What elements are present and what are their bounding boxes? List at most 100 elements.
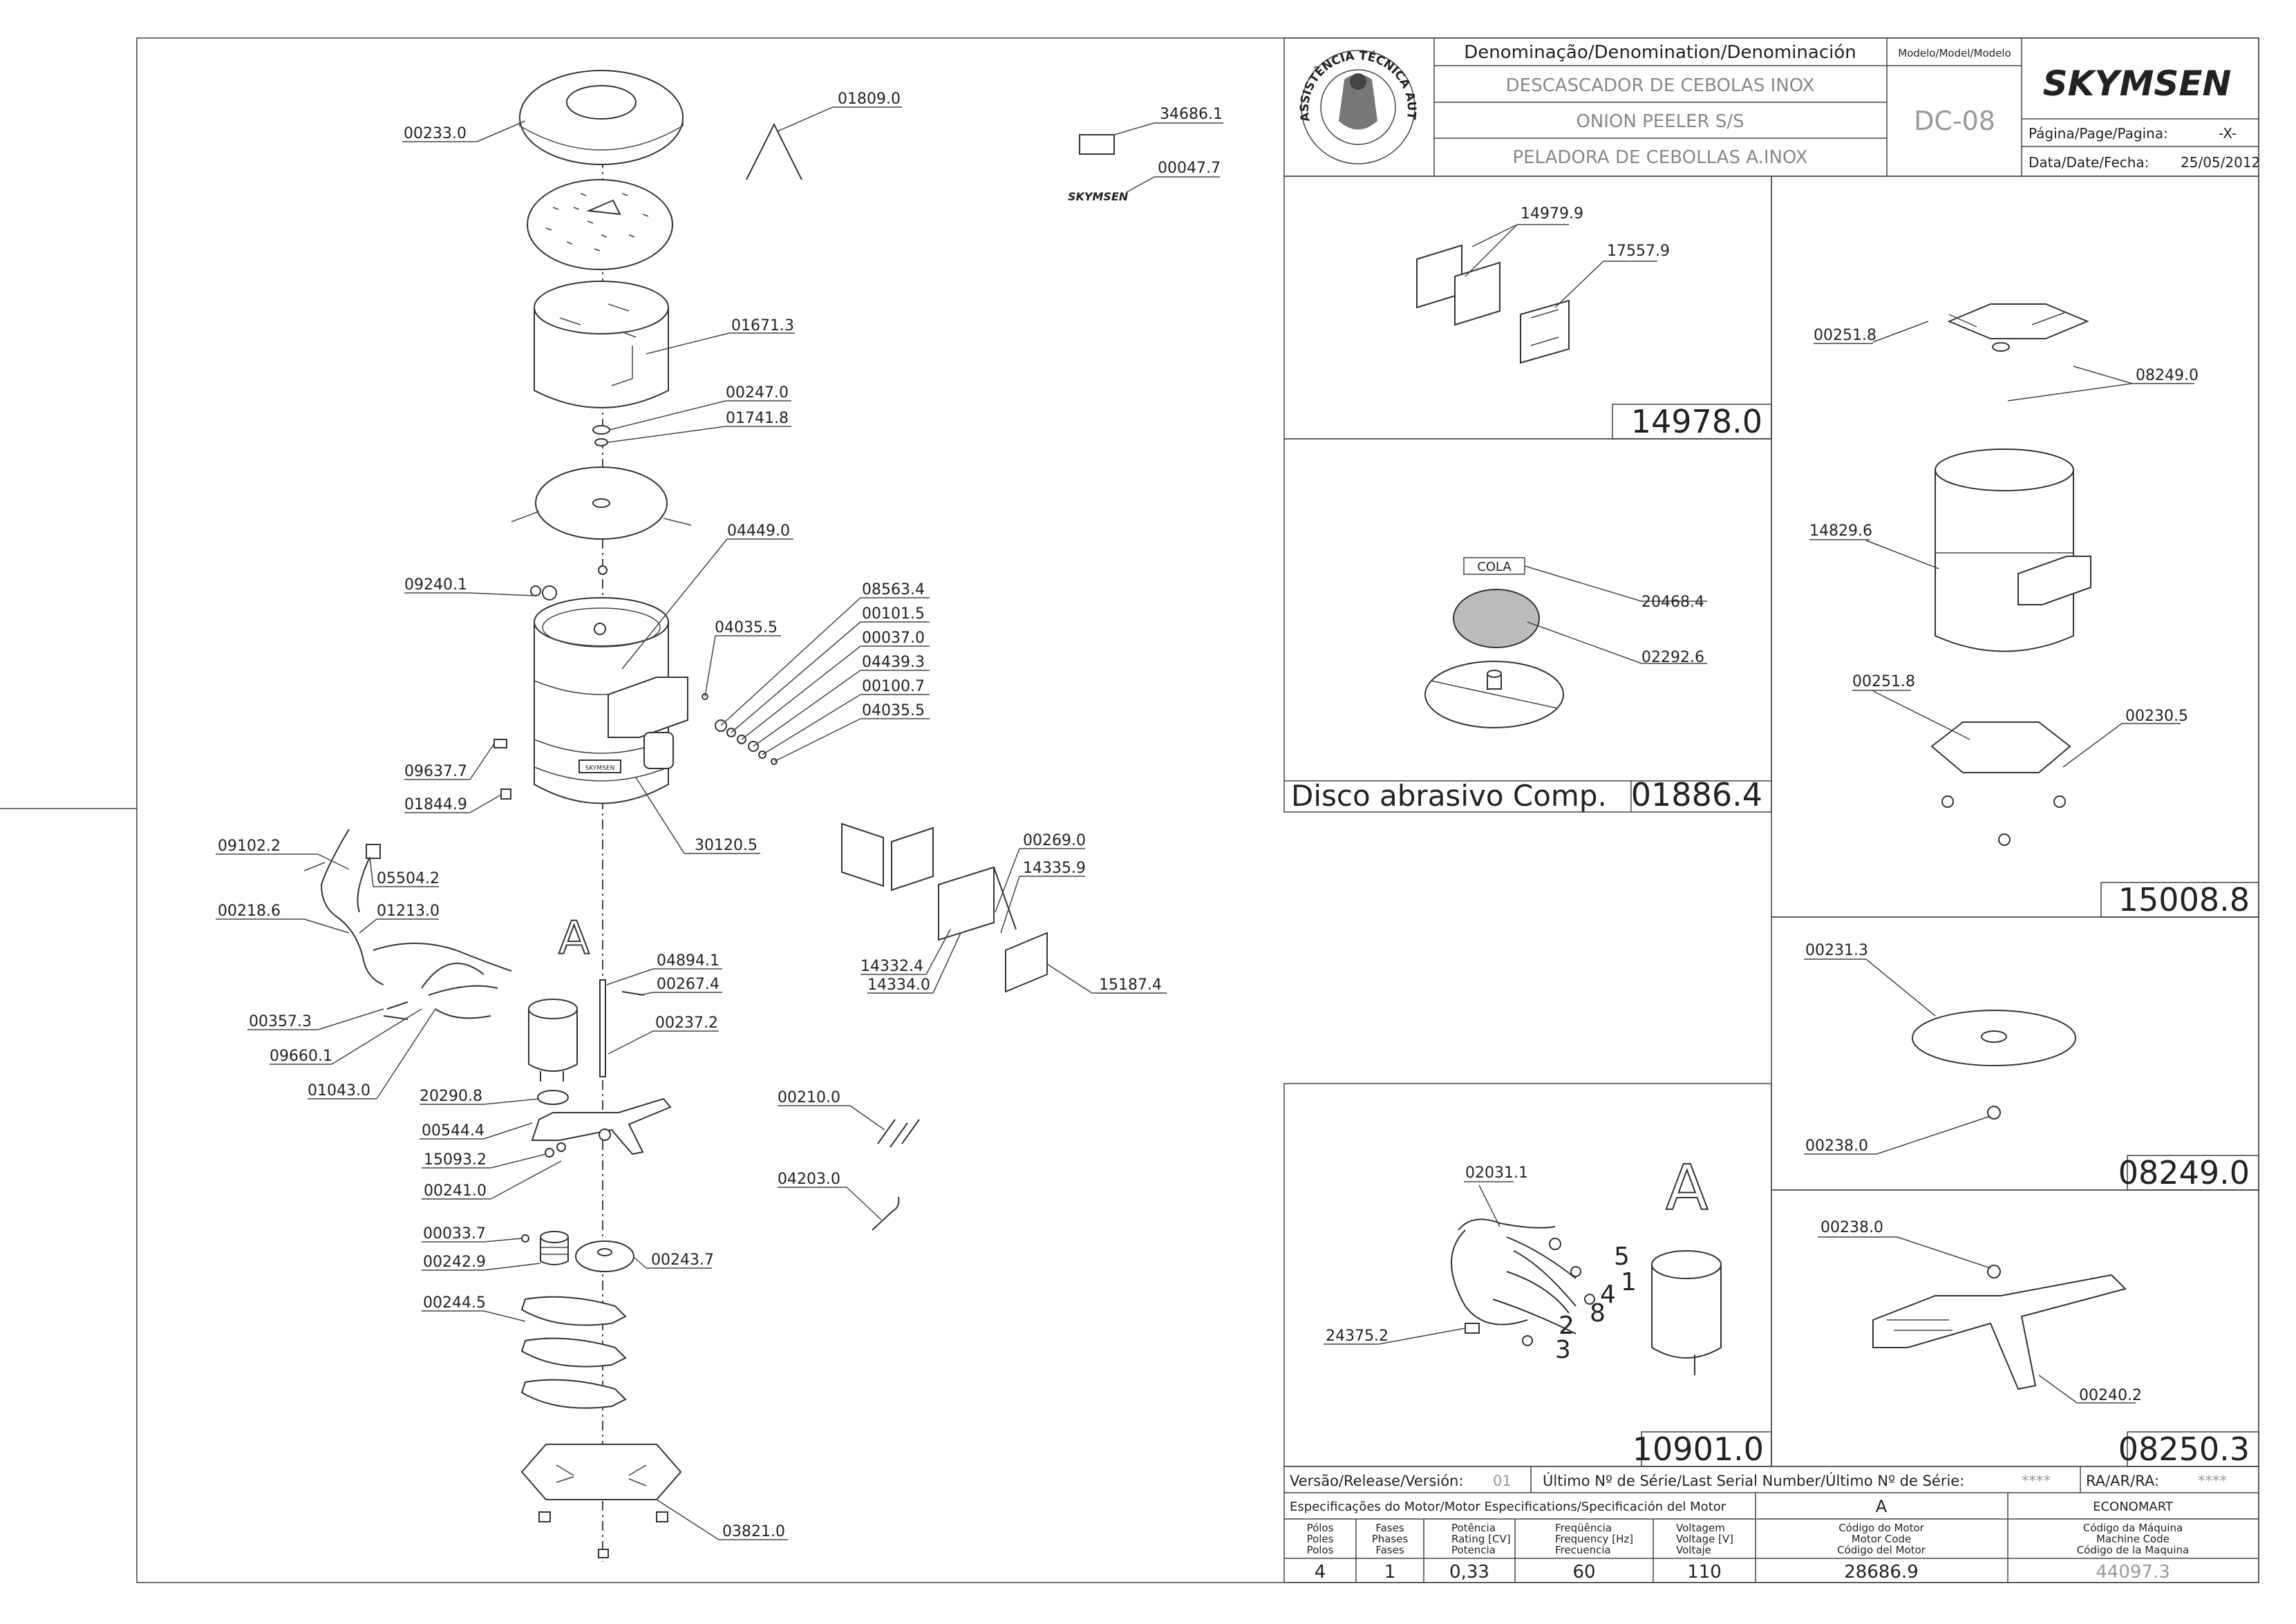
svg-text:Machine Code: Machine Code xyxy=(2096,1533,2170,1545)
label-00242-9: 00242.9 xyxy=(423,1254,486,1271)
label-04894-1: 04894.1 xyxy=(657,952,719,970)
svg-text:Frequency [Hz]: Frequency [Hz] xyxy=(1555,1533,1633,1545)
label-30120-5: 30120.5 xyxy=(695,837,758,854)
label-20468-4: 20468.4 xyxy=(1641,594,1704,611)
panel-id-15008: 15008.8 xyxy=(2118,881,2250,918)
panel-id-08249: 08249.0 xyxy=(2118,1154,2250,1191)
label-00247-0: 00247.0 xyxy=(726,384,789,402)
label-05504-2: 05504.2 xyxy=(377,870,440,887)
header-frequency: Freqüência Frequency [Hz] Frecuencia xyxy=(1555,1522,1633,1556)
page-label: Página/Page/Pagina: xyxy=(2029,125,2168,142)
header-phases: Fases Phases Fases xyxy=(1372,1522,1409,1556)
svg-text:Polos: Polos xyxy=(1307,1544,1334,1556)
header-voltage: Voltagem Voltage [V] Voltaje xyxy=(1676,1522,1733,1556)
screw-04203 xyxy=(872,1196,900,1231)
svg-text:Frecuencia: Frecuencia xyxy=(1555,1544,1611,1556)
label-01043-0: 01043.0 xyxy=(308,1082,370,1099)
label-04035-5b: 04035.5 xyxy=(862,702,925,719)
label-03821-0: 03821.0 xyxy=(722,1523,785,1540)
label-00238-0: 00238.0 xyxy=(1805,1137,1868,1155)
label-00238-0b: 00238.0 xyxy=(1820,1219,1883,1236)
value-phases: 1 xyxy=(1384,1562,1396,1583)
wire-number-1: 1 xyxy=(1621,1268,1637,1296)
label-01213-0: 01213.0 xyxy=(377,903,440,920)
page-value: -X- xyxy=(2219,125,2237,142)
label-15093-2: 15093.2 xyxy=(424,1151,487,1169)
model-header: Modelo/Model/Modelo xyxy=(1898,47,2011,59)
main-exploded-view: 00233.0 01671.3 00247.0 01741.8 SKYMSEN xyxy=(216,70,1223,1562)
footer-table: Versão/Release/Versión: 01 Último Nº de … xyxy=(1283,1466,2259,1583)
label-00230-5: 00230.5 xyxy=(2125,708,2188,725)
label-14334-0: 14334.0 xyxy=(867,976,930,994)
header-machine-code: Código da Máquina Machine Code Código de… xyxy=(2077,1522,2189,1556)
date-value: 25/05/2012 xyxy=(2181,154,2260,171)
ra-value: **** xyxy=(2198,1473,2227,1489)
panel-caption-abrasive-disc: Disco abrasivo Comp. xyxy=(1291,779,1607,813)
belt-1 xyxy=(520,1296,627,1326)
label-09637-7: 09637.7 xyxy=(404,763,467,780)
label-00218-6: 00218.6 xyxy=(218,903,281,920)
label-04439-3: 04439.3 xyxy=(862,654,925,671)
svg-text:Phases: Phases xyxy=(1372,1533,1409,1545)
label-04449-0: 04449.0 xyxy=(727,522,790,540)
label-00231-3: 00231.3 xyxy=(1805,942,1868,959)
panel-08249: 00231.3 00238.0 08249.0 xyxy=(1804,942,2259,1191)
panel-14978: 14979.9 17557.9 14978.0 xyxy=(1416,205,1772,440)
shaft xyxy=(599,979,606,1077)
detail-letter-A: A xyxy=(1666,1152,1709,1225)
version-label: Versão/Release/Versión: xyxy=(1290,1473,1463,1489)
label-01671-3: 01671.3 xyxy=(731,317,794,334)
label-00241-0: 00241.0 xyxy=(424,1182,487,1200)
panel-id-01886: 01886.4 xyxy=(1631,776,1762,813)
value-machine-code: 44097.3 xyxy=(2096,1562,2170,1583)
wire-number-4: 4 xyxy=(1600,1281,1616,1309)
version-value: 01 xyxy=(1493,1473,1512,1489)
wire-number-8: 8 xyxy=(1590,1299,1606,1328)
label-14979-9: 14979.9 xyxy=(1521,205,1583,223)
wire-number-3: 3 xyxy=(1555,1336,1571,1364)
brand-logo: SKYMSEN xyxy=(2043,64,2232,104)
label-14332-4: 14332.4 xyxy=(860,958,923,975)
side-fasteners xyxy=(702,693,778,765)
label-09102-2: 09102.2 xyxy=(218,838,281,855)
label-00267-4: 00267.4 xyxy=(657,976,719,993)
label-plate-34686 xyxy=(1079,134,1115,155)
mounting-bracket xyxy=(531,1097,672,1155)
detail-panels-grid xyxy=(1283,176,2259,1467)
seal-text: ASSISTÊNCIA TÉCNICA AUTORIZADA xyxy=(0,0,1418,122)
svg-text:Fases: Fases xyxy=(1375,1522,1404,1534)
wiring-harness xyxy=(320,829,512,1020)
body-plate: SKYMSEN xyxy=(585,765,615,772)
label-00233-0: 00233.0 xyxy=(404,125,467,142)
product-name-pt: DESCASCADOR DE CEBOLAS INOX xyxy=(1506,75,1815,96)
label-01844-9: 01844.9 xyxy=(404,796,467,813)
chute-cover-15187 xyxy=(1005,932,1048,993)
economart-header: ECONOMART xyxy=(2093,1500,2174,1514)
label-15187-4: 15187.4 xyxy=(1099,976,1162,994)
value-rating: 0,33 xyxy=(1449,1562,1489,1583)
svg-text:Fases: Fases xyxy=(1375,1544,1404,1556)
abrasive-mesh xyxy=(1453,589,1540,648)
motor-spec-label: Especificações do Motor/Motor Especifica… xyxy=(1290,1500,1726,1514)
svg-text:Motor Code: Motor Code xyxy=(1852,1533,1912,1545)
panel-id-08250: 08250.3 xyxy=(2118,1431,2250,1468)
peeling-bowl xyxy=(534,308,669,408)
brand-sticker: SKYMSEN xyxy=(1068,190,1129,203)
label-00240-2: 00240.2 xyxy=(2079,1387,2142,1404)
label-04203-0: 04203.0 xyxy=(778,1171,840,1188)
value-motor-code: 28686.9 xyxy=(1844,1562,1919,1583)
label-00047-7: 00047.7 xyxy=(1158,160,1221,177)
label-08563-4: 08563.4 xyxy=(862,581,925,598)
panel-01886: COLA 20468.4 02292.6 Disco abrasivo Comp… xyxy=(1284,557,1771,813)
cola-label: COLA xyxy=(1477,560,1512,574)
ra-label: RA/AR/RA: xyxy=(2086,1473,2159,1489)
date-label: Data/Date/Fecha: xyxy=(2029,154,2149,171)
label-00033-7: 00033.7 xyxy=(423,1225,486,1243)
label-34686-1: 34686.1 xyxy=(1160,106,1223,123)
chute-kit xyxy=(938,866,995,941)
model-value: DC-08 xyxy=(1914,106,1995,136)
panel-id-14978: 14978.0 xyxy=(1631,403,1762,440)
label-09240-1: 09240.1 xyxy=(404,576,467,594)
motor xyxy=(528,1009,578,1072)
label-00251-8a: 00251.8 xyxy=(1814,327,1876,344)
